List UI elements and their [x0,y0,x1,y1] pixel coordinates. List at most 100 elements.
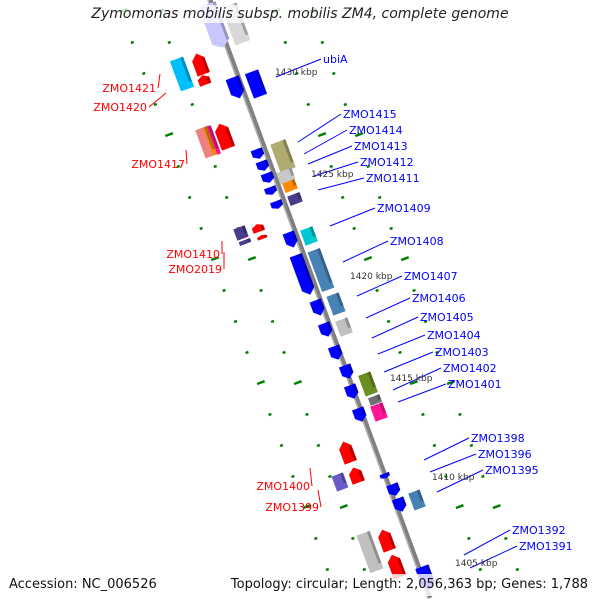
scale-tick [328,474,332,479]
gene-arrow[interactable] [376,527,396,553]
gene-label-forward[interactable]: ZMO1407 [404,270,458,283]
gene-label-reverse[interactable]: ZMO1399 [265,501,319,514]
gene-label-forward[interactable]: ZMO1408 [390,235,444,248]
gene-arrow[interactable] [391,496,408,513]
label-leader-line [317,489,322,508]
gene-block[interactable] [233,225,249,241]
scale-tick [375,288,379,293]
gene-arrow[interactable] [327,344,344,361]
scale-tick [325,567,330,572]
gene-arrow[interactable] [251,222,266,234]
gene-block[interactable] [408,489,426,511]
gene-label-forward[interactable]: ZMO1402 [443,362,497,375]
scale-tick [446,380,456,386]
gene-label-reverse[interactable]: ZMO1420 [93,101,147,114]
gene-label-forward[interactable]: ZMO1414 [349,124,403,137]
gene-block[interactable] [358,371,378,397]
gene-block[interactable] [282,179,298,193]
scale-tick [481,474,485,479]
gene-label-forward[interactable]: ZMO1412 [360,156,414,169]
gene-arrow[interactable] [337,439,357,465]
gene-block[interactable] [287,192,303,206]
gene-arrow[interactable] [386,552,407,580]
gene-block[interactable] [270,139,296,173]
gene-arrow[interactable] [255,159,271,173]
gene-label-forward[interactable]: ZMO1411 [366,172,420,185]
gene-label-forward[interactable]: ubiA [323,53,348,66]
gene-arrow[interactable] [379,471,390,480]
gene-label-reverse[interactable]: ZMO1421 [102,82,156,95]
label-leader-line [469,545,518,569]
gene-arrow[interactable] [386,482,401,497]
gene-block[interactable] [206,125,222,155]
gene-arrow[interactable] [225,75,247,100]
label-leader-line [392,367,442,391]
gene-label-forward[interactable]: ZMO1391 [519,540,573,553]
gene-arrow[interactable] [257,233,268,241]
gene-block[interactable] [307,248,335,292]
gene-label-forward[interactable]: ZMO1406 [412,292,466,305]
gene-label-forward[interactable]: ZMO1403 [435,346,489,359]
gene-arrow[interactable] [351,406,368,423]
scale-tick [350,536,355,541]
scale-tick [377,195,382,200]
gene-block[interactable] [202,126,218,156]
gene-arrow[interactable] [347,465,365,485]
gene-label-forward[interactable]: ZMO1404 [427,329,481,342]
gene-label-reverse[interactable]: ZMO2019 [168,263,222,276]
gene-arrow[interactable] [343,383,360,400]
scale-tick [141,71,146,76]
scale-tick [283,40,288,45]
gene-label-forward[interactable]: ZMO1398 [471,432,525,445]
scale-tick [291,474,295,479]
gene-label-forward[interactable]: ZMO1409 [377,202,431,215]
gene-arrow[interactable] [317,321,334,338]
gene-arrow[interactable] [282,230,300,249]
scale-tick [176,164,181,169]
gene-arrow[interactable] [263,185,278,197]
gene-arrow[interactable] [338,363,355,380]
gene-block[interactable] [238,238,252,246]
scale-tick [329,164,334,169]
gene-arrow[interactable] [250,147,266,161]
gene-block[interactable] [169,56,195,92]
gene-block[interactable] [370,402,388,422]
gene-block[interactable] [276,167,296,185]
gene-block[interactable] [326,292,346,316]
gene-arrow[interactable] [289,253,317,297]
gene-arrow[interactable] [197,73,212,87]
gene-label-forward[interactable]: ZMO1396 [478,448,532,461]
scale-tick [362,567,367,572]
label-leader-line [397,383,447,403]
gene-block[interactable] [367,394,383,406]
gene-block[interactable] [300,226,318,246]
topology-info: Topology: circular; Length: 2,056,363 bp… [230,577,588,592]
gene-label-forward[interactable]: ZMO1392 [512,524,566,537]
gene-block[interactable] [356,530,384,574]
scale-tick [423,319,428,324]
scale-label: 1425 kbp [311,170,354,180]
gene-arrow[interactable] [309,298,327,317]
gene-arrow[interactable] [260,171,276,185]
gene-arrow[interactable] [190,51,210,77]
scale-tick [339,504,348,510]
gene-arrow[interactable] [213,121,236,151]
gene-arrow[interactable] [269,199,284,211]
gene-label-forward[interactable]: ZMO1413 [354,140,408,153]
gene-label-reverse[interactable]: ZMO1400 [256,480,310,493]
gene-label-forward[interactable]: ZMO1395 [485,464,539,477]
gene-block[interactable] [331,472,349,492]
gene-label-forward[interactable]: ZMO1415 [343,108,397,121]
gene-label-reverse[interactable]: ZMO1410 [166,248,220,261]
gene-label-forward[interactable]: ZMO1401 [448,378,502,391]
gene-label-forward[interactable]: ZMO1405 [420,311,474,324]
label-leader-line [436,469,484,493]
scale-tick [313,536,318,541]
label-leader-line [313,161,359,177]
gene-label-reverse[interactable]: ZMO1417 [131,158,185,171]
gene-block[interactable] [335,317,353,337]
label-leader-line [185,149,188,165]
gene-block[interactable] [244,69,268,99]
